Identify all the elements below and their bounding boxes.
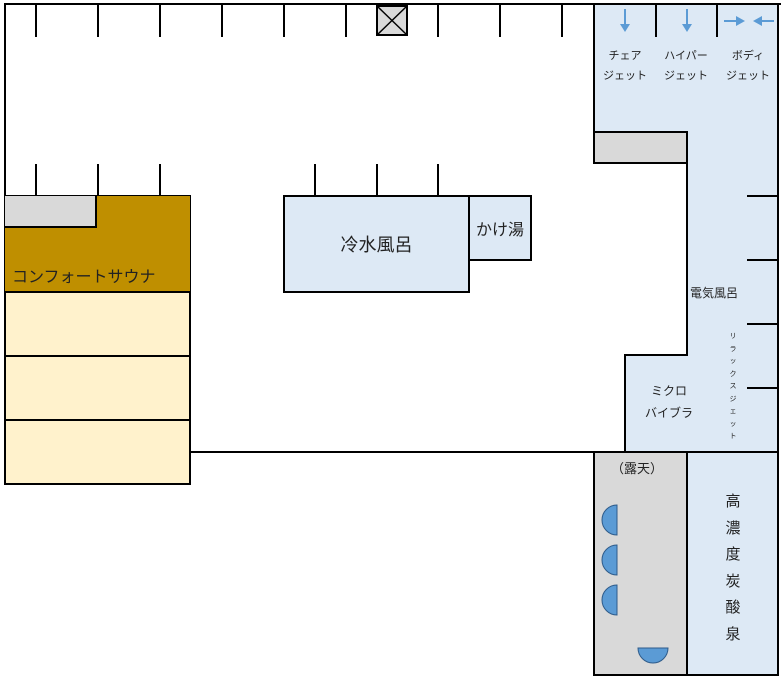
- seat-icon: [637, 646, 669, 670]
- kakeyu: かけ湯: [468, 195, 532, 261]
- sauna-bench-divider: [5, 419, 190, 421]
- jet-label-line: ボディ: [731, 49, 765, 62]
- step-gray: [593, 131, 688, 164]
- shower-divider: [437, 5, 439, 37]
- rotenburo-label: （露天）: [611, 462, 664, 477]
- shower-divider: [437, 164, 439, 196]
- micro-label-line: バイブラ: [644, 406, 693, 420]
- shower-divider: [97, 164, 99, 196]
- jet-divider: [655, 5, 657, 37]
- bath-wall: [686, 131, 688, 356]
- carbonated-spring-label: 高濃度炭酸泉: [725, 492, 741, 643]
- shower-divider: [97, 5, 99, 37]
- jet-divider-right: [747, 195, 779, 197]
- shower-divider: [159, 164, 161, 196]
- down-arrow-icon: [618, 9, 632, 33]
- shower-divider: [35, 164, 37, 196]
- jet-label-line: チェア: [608, 49, 642, 62]
- shower-divider: [35, 5, 37, 37]
- micro-vibra-area: [624, 355, 688, 453]
- jet-divider-right: [747, 323, 779, 325]
- kakeyu-label: かけ湯: [475, 220, 524, 239]
- micro-label-line: ミクロ: [650, 384, 687, 398]
- jet-divider-right: [747, 387, 779, 389]
- cold-bath: 冷水風呂: [283, 195, 470, 293]
- jet-label-line: ジェット: [603, 69, 647, 82]
- sauna-bench-divider: [5, 355, 190, 357]
- bath-wall: [624, 354, 688, 356]
- down-arrow-icon: [680, 9, 694, 33]
- sauna-entry-gray: [5, 196, 97, 228]
- shower-divider: [561, 5, 563, 37]
- seat-icon: [595, 584, 619, 616]
- bath-wall: [777, 3, 779, 675]
- micro-vibra-label: ミクロ バイブラ: [626, 380, 712, 424]
- shower-divider: [499, 5, 501, 37]
- top-wall: [4, 3, 596, 5]
- left-arrow-icon: [752, 12, 774, 26]
- jet-label-line: ジェット: [726, 69, 770, 82]
- cold-bath-label: 冷水風呂: [340, 235, 413, 256]
- shower-divider: [376, 164, 378, 196]
- bath-wall: [624, 354, 626, 453]
- hyper-jet-label: ハイパー ジェット: [656, 46, 716, 86]
- shower-divider: [221, 5, 223, 37]
- bath-wall: [593, 3, 595, 133]
- corridor-line: [189, 451, 625, 453]
- jet-label-line: ハイパー: [664, 49, 708, 62]
- electric-bath-label: 電気風呂: [690, 286, 739, 300]
- jet-label-line: ジェット: [664, 69, 708, 82]
- left-wall: [4, 3, 6, 197]
- right-arrow-icon: [724, 12, 746, 26]
- seat-icon: [595, 504, 619, 536]
- body-jet-label: ボディ ジェット: [717, 46, 779, 86]
- shower-divider: [159, 5, 161, 37]
- seat-icon: [595, 544, 619, 576]
- electric-bath-column: [686, 131, 779, 453]
- shower-divider: [314, 164, 316, 196]
- shower-divider: [283, 5, 285, 37]
- sauna-divider: [5, 291, 190, 293]
- bath-wall: [593, 3, 781, 5]
- jet-divider: [716, 5, 718, 37]
- shower-divider: [345, 5, 347, 37]
- relax-jet-label: リラックスジェット: [729, 332, 737, 440]
- jet-divider-right: [747, 259, 779, 261]
- comfort-sauna-label: コンフォートサウナ: [12, 267, 156, 286]
- chair-jet-label: チェア ジェット: [595, 46, 655, 86]
- pillar-icon: [376, 5, 408, 36]
- carbonated-spring: [686, 451, 779, 676]
